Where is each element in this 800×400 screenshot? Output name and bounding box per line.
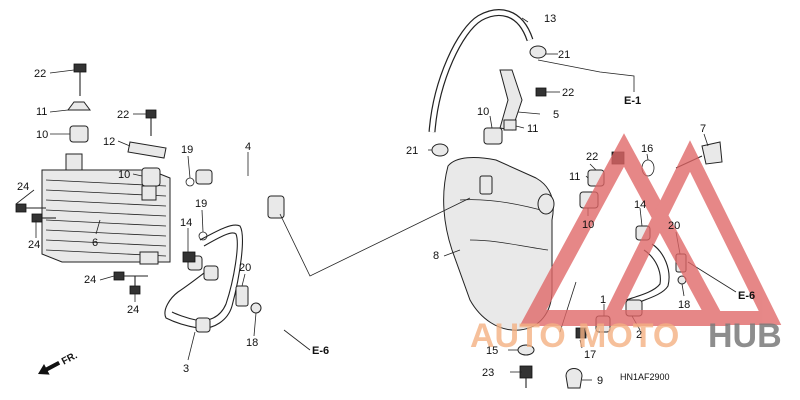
callout-3: 3 bbox=[183, 363, 189, 375]
callout-24-b: 24 bbox=[28, 239, 40, 251]
watermark-text: AUTO MOTO HUB bbox=[470, 317, 782, 355]
collar-20-left bbox=[235, 285, 249, 307]
bolt-22-pipe bbox=[535, 87, 547, 97]
bolts-24 bbox=[15, 203, 148, 295]
callout-24-d: 24 bbox=[127, 304, 139, 316]
bracket-12 bbox=[127, 141, 167, 159]
clip-21-lower bbox=[431, 143, 449, 157]
callout-10-a: 10 bbox=[36, 129, 48, 141]
callout-11-c: 11 bbox=[569, 171, 580, 183]
callout-10-c: 10 bbox=[477, 106, 489, 118]
callout-14-a: 14 bbox=[180, 217, 192, 229]
callout-1: 1 bbox=[600, 294, 606, 306]
callout-12: 12 bbox=[103, 136, 115, 148]
callout-20-a: 20 bbox=[239, 262, 251, 274]
callout-19-a: 19 bbox=[181, 144, 193, 156]
front-arrow-icon bbox=[38, 360, 61, 375]
callout-21-a: 21 bbox=[558, 49, 570, 61]
collar-11 bbox=[67, 101, 91, 111]
callout-22-a: 22 bbox=[34, 68, 46, 80]
drain-bolt-23 bbox=[519, 365, 533, 388]
callout-18-b: 18 bbox=[678, 299, 690, 311]
watermark bbox=[519, 133, 782, 326]
pipe-5 bbox=[499, 69, 523, 131]
callout-9: 9 bbox=[597, 375, 603, 387]
callout-4: 4 bbox=[245, 141, 251, 153]
callout-21-b: 21 bbox=[406, 145, 418, 157]
ref-e1: E-1 bbox=[624, 95, 641, 107]
callout-22-d: 22 bbox=[586, 151, 598, 163]
oil-cooler bbox=[41, 153, 171, 265]
callout-5: 5 bbox=[553, 109, 559, 121]
grommet-10-center bbox=[141, 167, 161, 187]
callout-labels: 22 11 10 22 12 10 24 24 6 24 24 19 4 19 … bbox=[17, 13, 706, 387]
ref-e6-left: E-6 bbox=[312, 345, 329, 357]
callout-22-c: 22 bbox=[562, 87, 574, 99]
callout-22-b: 22 bbox=[117, 109, 129, 121]
watermark-triangle-right bbox=[598, 140, 782, 325]
watermark-moto: MOTO bbox=[578, 317, 679, 355]
callout-14-b: 14 bbox=[634, 199, 646, 211]
callout-23: 23 bbox=[482, 367, 494, 379]
callout-18-a: 18 bbox=[246, 337, 258, 349]
watermark-hub: HUB bbox=[708, 317, 782, 355]
front-direction-indicator: FR. bbox=[38, 350, 80, 375]
front-label: FR. bbox=[60, 350, 80, 367]
callout-2: 2 bbox=[636, 329, 642, 341]
callout-20-b: 20 bbox=[668, 220, 680, 232]
hose-4 bbox=[195, 169, 285, 219]
callout-11-a: 11 bbox=[36, 106, 47, 118]
callout-10-b: 10 bbox=[118, 169, 130, 181]
callout-17: 17 bbox=[584, 349, 596, 361]
callout-10-d: 10 bbox=[582, 219, 594, 231]
callout-6: 6 bbox=[92, 237, 98, 249]
cap-9 bbox=[565, 368, 583, 389]
hose-13 bbox=[428, 9, 534, 133]
callout-24-c: 24 bbox=[84, 274, 96, 286]
clip-21-upper bbox=[529, 45, 547, 59]
callout-16: 16 bbox=[641, 143, 653, 155]
nut-14-left bbox=[182, 251, 196, 263]
bolt-17 bbox=[575, 327, 587, 339]
watermark-auto: AUTO bbox=[470, 317, 566, 355]
callout-15: 15 bbox=[486, 345, 498, 357]
ref-e6-right: E-6 bbox=[738, 290, 755, 302]
callout-8: 8 bbox=[433, 250, 439, 262]
bolt-22-upper-left bbox=[73, 63, 87, 96]
hose-3 bbox=[164, 224, 243, 333]
callout-13: 13 bbox=[544, 13, 556, 25]
callout-19-b: 19 bbox=[195, 198, 207, 210]
grommet-10-left bbox=[69, 125, 89, 143]
grommet-10-pipe bbox=[483, 127, 503, 145]
diagram-code: HN1AF2900 bbox=[620, 372, 670, 382]
bolt-22-center bbox=[145, 109, 157, 136]
callout-7: 7 bbox=[700, 123, 706, 135]
washer-18-left bbox=[250, 302, 262, 314]
callout-11-b: 11 bbox=[527, 123, 538, 135]
callout-24-a: 24 bbox=[17, 181, 29, 193]
